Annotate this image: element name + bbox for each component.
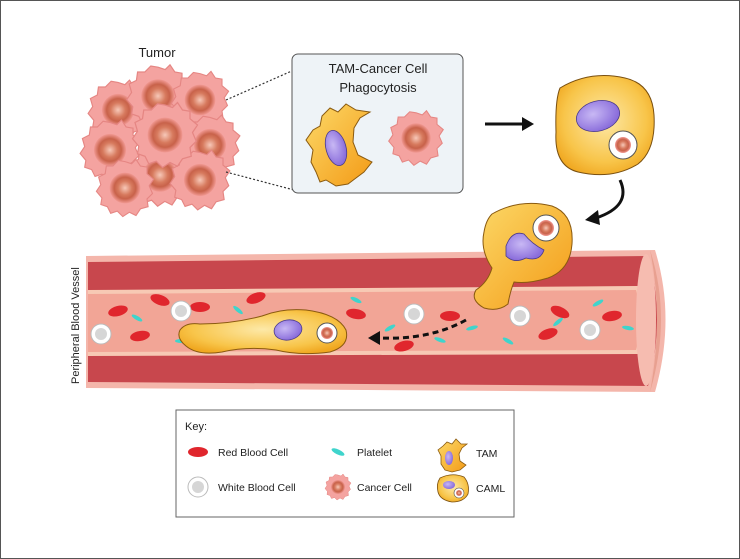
tumor-label: Tumor: [138, 45, 176, 60]
tam-icon: [437, 438, 469, 473]
key-label-cancer-cell: Cancer Cell: [357, 482, 412, 494]
key-label-tam: TAM: [476, 448, 497, 460]
vessel-caml: [178, 309, 348, 355]
caml-cell-top: [555, 75, 655, 176]
key-label-white-blood-cell: White Blood Cell: [218, 482, 296, 494]
red-blood-cell-icon: [188, 447, 208, 457]
arrow-right: [485, 117, 534, 131]
blood-vessel: [86, 250, 666, 392]
inset-tam: [305, 103, 373, 187]
zoom-line-top: [225, 69, 295, 101]
white-blood-cell-icon: [187, 476, 209, 498]
key-label-platelet: Platelet: [357, 447, 392, 459]
tam-entering-vessel: [473, 202, 573, 310]
vessel-label: Peripheral Blood Vessel: [70, 267, 82, 384]
arrow-curve-down: [585, 179, 625, 225]
tumor-cluster: [79, 64, 241, 218]
zoom-line-bottom: [225, 171, 295, 191]
dashed-migration-arrow: [368, 318, 467, 345]
inset-title-line1: TAM-Cancer Cell: [329, 61, 428, 76]
inset-title-line2: Phagocytosis: [339, 80, 417, 95]
key-label-red-blood-cell: Red Blood Cell: [218, 447, 288, 459]
platelet-icon: [331, 448, 345, 456]
key-title: Key:: [185, 421, 207, 433]
caml-icon: [436, 474, 469, 503]
vessel-white-blood-cells: [90, 300, 601, 345]
key-label-caml: CAML: [476, 483, 505, 495]
vessel-red-blood-cells: [108, 292, 622, 352]
